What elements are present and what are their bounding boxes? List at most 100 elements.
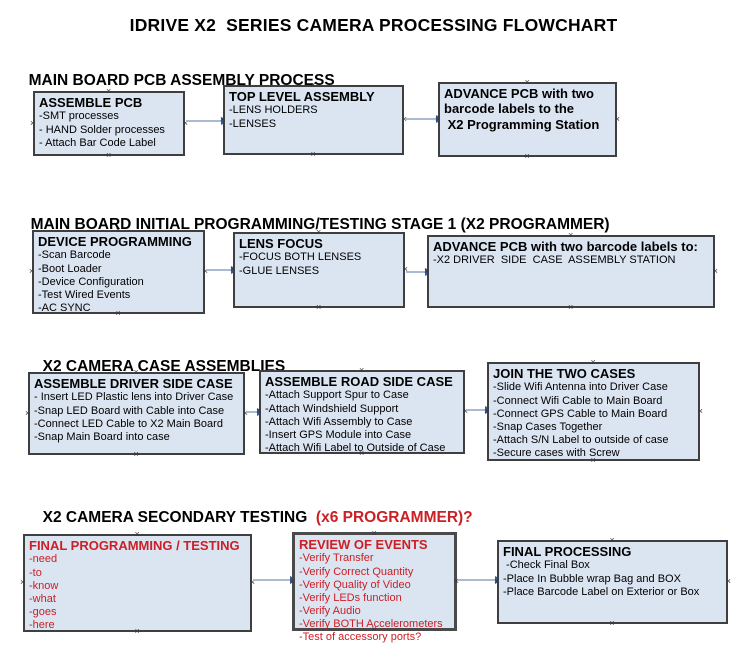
box-item-list: -FOCUS BOTH LENSES-GLUE LENSES [239, 251, 399, 277]
connection-point-icon: × [609, 618, 615, 628]
connection-point-icon: × [290, 575, 296, 586]
box-item: -X2 DRIVER SIDE CASE ASSEMBLY STATION [433, 254, 676, 267]
box-item: - Attach Bar Code Label [39, 136, 156, 149]
box-item: -Snap LED Board with Cable into Case [34, 404, 225, 417]
box-item: -Slide Wifi Antenna into Driver Case [493, 381, 668, 394]
connection-point-icon: × [609, 535, 615, 545]
box-item: -know [29, 579, 59, 592]
connection-point-icon: × [697, 405, 703, 416]
connection-point-icon: × [202, 266, 208, 276]
connection-point-icon: × [115, 308, 121, 318]
connection-point-icon: × [316, 302, 322, 312]
flowchart-box-final-programming-testing[interactable]: FINAL PROGRAMMING / TESTING -need-to-kno… [20, 530, 255, 636]
box-item: - HAND Solder processes [39, 123, 165, 136]
connector-arrow[interactable] [458, 576, 503, 584]
connection-point-icon: × [133, 449, 139, 459]
box-item: -Verify Audio [299, 605, 361, 618]
box-item: -Device Configuration [38, 275, 144, 288]
connection-point-icon: × [29, 266, 35, 276]
box-item: -Check Final Box [503, 559, 590, 572]
box-item: -what [29, 592, 56, 605]
box-item: -FOCUS BOTH LENSES [239, 251, 362, 264]
connector-arrow[interactable] [253, 576, 298, 584]
connection-point-icon: × [106, 86, 112, 96]
box-item-list: -need-to-know-what-goes-here [29, 553, 246, 632]
section-heading-accent: (x6 PROGRAMMER)? [315, 509, 473, 526]
connection-point-icon: × [359, 448, 365, 458]
connector-arrow[interactable] [406, 268, 433, 276]
connector-arrow[interactable] [466, 406, 493, 414]
connection-point-icon: × [435, 113, 441, 124]
box-title: REVIEW OF EVENTS [299, 537, 428, 552]
box-title: JOIN THE TWO CASES [493, 366, 636, 381]
box-item: -Attach S/N Label to outside of case [493, 434, 669, 447]
box-item: -Snap Main Board into case [34, 430, 170, 443]
flowchart-box-advance-pcb-driver-side-station[interactable]: ADVANCE PCB with two barcode labels to: … [424, 231, 718, 312]
box-item: -need [29, 553, 58, 566]
connector-arrow[interactable] [206, 266, 239, 274]
box-item: -Boot Loader [38, 262, 102, 275]
connection-point-icon: × [182, 117, 188, 128]
box-item: -here [29, 619, 55, 632]
page-title: IDRIVE X2 SERIES CAMERA PROCESSING FLOWC… [129, 15, 618, 35]
connection-point-icon: × [371, 624, 377, 634]
section-heading-secondary-testing: X2 CAMERA SECONDARY TESTING (x6 PROGRAMM… [34, 491, 473, 527]
connection-point-icon: × [402, 115, 407, 124]
connection-point-icon: × [256, 406, 262, 416]
box-item: -Verify Correct Quantity [299, 565, 414, 578]
flowchart-box-final-processing[interactable]: FINAL PROCESSING -Check Final Box-Place … [494, 536, 731, 628]
box-item-list: - Insert LED Plastic lens into Driver Ca… [34, 391, 239, 444]
box-title: ADVANCE PCB with two barcode labels to t… [444, 86, 600, 132]
connector-arrow[interactable] [186, 117, 229, 125]
section-heading-text: MAIN BOARD INITIAL PROGRAMMING/TESTING S… [30, 216, 610, 233]
connection-point-icon: × [453, 575, 459, 586]
flowchart-box-device-programming[interactable]: DEVICE PROGRAMMING -Scan Barcode-Boot Lo… [29, 226, 208, 318]
box-item: -Verify Transfer [299, 552, 374, 565]
box-title: LENS FOCUS [239, 236, 323, 251]
box-title: TOP LEVEL ASSEMBLY [229, 89, 375, 104]
flowchart-box-review-of-events[interactable]: REVIEW OF EVENTS -Verify Transfer-Verify… [290, 529, 459, 644]
box-item: -Place In Bubble wrap Bag and BOX [503, 572, 681, 585]
connection-point-icon: × [484, 405, 490, 416]
box-item-list: -SMT processes- HAND Solder processes- A… [39, 110, 179, 150]
box-item: -Attach Windshield Support [265, 402, 399, 415]
flowchart-box-top-level-assembly[interactable]: TOP LEVEL ASSEMBLY -LENS HOLDERS-LENSES … [220, 81, 407, 159]
box-item: - Insert LED Plastic lens into Driver Ca… [34, 391, 234, 404]
box-item: -Snap Cases Together [493, 420, 603, 433]
connection-point-icon: × [20, 577, 26, 587]
connection-point-icon: × [568, 302, 574, 312]
flowchart-box-advance-pcb-programming-station[interactable]: ADVANCE PCB with two barcode labels to t… [435, 78, 620, 161]
box-title: ADVANCE PCB with two barcode labels to: [433, 239, 698, 254]
connection-point-icon: × [133, 367, 139, 377]
connection-point-icon: × [524, 77, 530, 87]
box-item: -Verify LEDs function [299, 591, 402, 604]
box-item: -Insert GPS Module into Case [265, 428, 412, 441]
box-title: ASSEMBLE PCB [39, 95, 143, 110]
connection-point-icon: × [712, 265, 718, 276]
flowchart-box-assemble-driver-side-case[interactable]: ASSEMBLE DRIVER SIDE CASE - Insert LED P… [25, 368, 248, 459]
box-title: DEVICE PROGRAMMING [38, 234, 192, 249]
box-item-list: -Attach Support Spur to Case-Attach Wind… [265, 389, 459, 455]
box-item: -Secure cases with Screw [493, 447, 620, 460]
box-title: ASSEMBLE DRIVER SIDE CASE [34, 376, 233, 391]
connection-point-icon: × [25, 407, 31, 418]
connection-point-icon: × [725, 576, 731, 586]
section-heading-text: MAIN BOARD PCB ASSEMBLY PROCESS [28, 72, 335, 89]
connection-point-icon: × [316, 227, 322, 237]
flowchart-box-assemble-road-side-case[interactable]: ASSEMBLE ROAD SIDE CASE -Attach Support … [256, 366, 468, 458]
connection-point-icon: × [134, 529, 140, 539]
connector-arrow[interactable] [405, 115, 444, 123]
flowchart-box-join-the-two-cases[interactable]: JOIN THE TWO CASES -Slide Wifi Antenna i… [484, 358, 703, 465]
connection-point-icon: × [249, 577, 255, 587]
flowchart-box-assemble-pcb[interactable]: ASSEMBLE PCB -SMT processes- HAND Solder… [30, 87, 188, 160]
box-item: -Connect GPS Cable to Main Board [493, 407, 668, 420]
box-item: -Attach Support Spur to Case [265, 389, 409, 402]
box-title: FINAL PROCESSING [503, 544, 632, 559]
box-item-list: -Scan Barcode-Boot Loader-Device Configu… [38, 249, 199, 315]
box-item: -GLUE LENSES [239, 264, 320, 277]
box-item-list: -Slide Wifi Antenna into Driver Case -Con… [493, 381, 694, 460]
connection-point-icon: × [310, 149, 316, 159]
flowchart-box-lens-focus[interactable]: LENS FOCUS -FOCUS BOTH LENSES-GLUE LENSE… [230, 228, 408, 312]
connection-point-icon: × [590, 357, 596, 367]
connection-point-icon: × [310, 80, 316, 90]
